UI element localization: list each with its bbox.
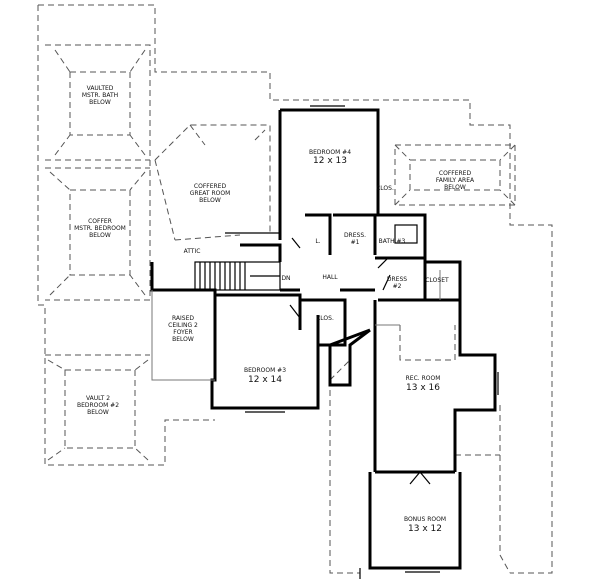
label-clos-lower: CLOS.	[316, 315, 334, 322]
label-bedroom4: BEDROOM #4	[309, 149, 351, 156]
label-closet: CLOSET	[425, 277, 449, 284]
label-attic: ATTIC	[184, 248, 201, 255]
label-bedroom3-size: 12 x 14	[248, 375, 282, 385]
lower-floor-outline	[37, 4, 553, 574]
label-hall: HALL	[322, 274, 338, 281]
label-dress1: DRESS.#1	[344, 232, 366, 246]
label-bonus-room-size: 13 x 12	[408, 524, 442, 534]
label-clos-upper: CLOS.	[376, 185, 394, 192]
label-dn: DN	[281, 275, 290, 282]
label-rec-room-size: 13 x 16	[406, 383, 440, 393]
label-bath3: BATH #3	[379, 238, 406, 245]
label-rec-room: REC. ROOM	[406, 375, 441, 382]
upper-floor-walls	[150, 105, 499, 579]
label-linen: L.	[315, 238, 320, 245]
label-bedroom3: BEDROOM #3	[244, 367, 286, 374]
label-bedroom4-size: 12 x 13	[313, 156, 347, 166]
label-bonus-room: BONUS ROOM	[404, 516, 446, 523]
label-dress2: DRESS#2	[387, 276, 407, 290]
